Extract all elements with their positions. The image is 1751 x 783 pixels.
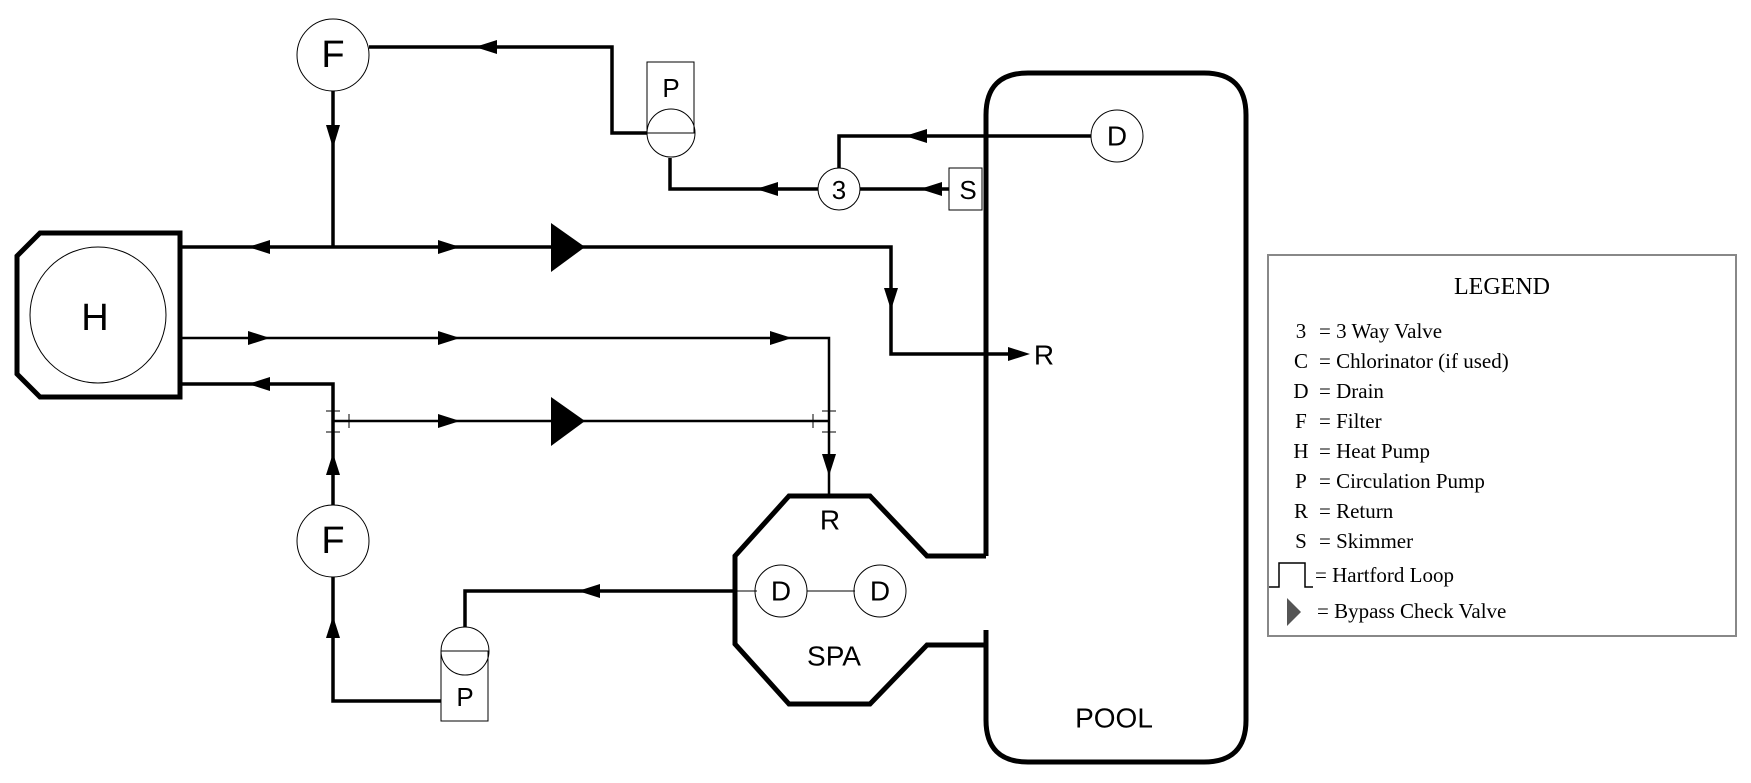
legend-bypass-check-valve: = Bypass Check Valve — [1285, 596, 1506, 626]
bypass-check-valve-legend-icon — [1287, 598, 1301, 626]
arrow-right-icon — [438, 331, 460, 345]
arrow-up-icon — [326, 453, 340, 475]
arrow-left-icon — [248, 377, 270, 391]
arrow-left-icon — [905, 129, 927, 143]
arrow-right-icon — [248, 331, 270, 345]
three-way-valve-circle — [817, 167, 861, 211]
arrow-left-icon — [578, 584, 600, 598]
pipe-drain-to-valve — [837, 134, 1091, 168]
pool-drain-circle — [1090, 109, 1144, 163]
pipe-heater-bottom — [180, 382, 335, 505]
arrow-right-icon — [438, 240, 460, 254]
spa-drain-2: D — [853, 564, 907, 618]
pump-bottom-impeller-icon — [440, 626, 490, 676]
legend-item: S= Skimmer — [1295, 529, 1414, 553]
pipe-spa-drain-to-pump — [463, 589, 733, 627]
pool-return-label: R — [1034, 340, 1054, 371]
legend-item: D= Drain — [1293, 379, 1384, 403]
pipe-filter-to-pump-top — [369, 45, 647, 135]
bypass-check-valve-icon — [551, 223, 585, 272]
three-way-valve-label: 3 — [832, 175, 846, 205]
pump-bottom-label: P — [456, 682, 473, 712]
skimmer-label: S — [959, 175, 976, 205]
bypass-check-valve-icon — [551, 397, 585, 446]
legend: LEGEND 3= 3 Way Valve C= Chlorinator (if… — [1267, 254, 1737, 637]
pipe-pump-to-valve — [668, 158, 818, 191]
hartford-loop-icon — [1269, 562, 1313, 588]
legend-item: 3= 3 Way Valve — [1295, 319, 1443, 343]
legend-hartford-loop: = Hartford Loop — [1269, 560, 1454, 590]
arrow-left-icon — [248, 240, 270, 254]
filter-bottom-circle — [296, 504, 370, 578]
pump-top-impeller-icon — [646, 108, 696, 158]
arrow-up-icon — [326, 616, 340, 638]
pool-drain-label: D — [1107, 121, 1127, 152]
pipe-pump-bottom-to-filter — [331, 577, 441, 703]
filter-bottom-label: F — [321, 520, 344, 562]
pool-label: POOL — [1075, 703, 1153, 734]
arrow-right-icon — [770, 331, 792, 345]
spa-drain-2-label: D — [870, 576, 890, 607]
pipe-heater-middle-to-spa — [180, 336, 831, 496]
pool-outline — [983, 70, 1249, 765]
filter-top: F — [296, 18, 370, 92]
heat-pump-fan-icon — [29, 246, 167, 384]
legend-item: F= Filter — [1295, 409, 1382, 433]
arrow-left-icon — [756, 182, 778, 196]
legend-item: P= Circulation Pump — [1295, 469, 1485, 493]
pump-bottom-body — [440, 650, 489, 722]
spa-drain-2-circle — [853, 564, 907, 618]
heat-pump: H — [14, 230, 183, 400]
spa-drain-1: D — [754, 564, 808, 618]
filter-top-label: F — [321, 34, 344, 76]
heat-pump-housing — [14, 230, 183, 400]
arrow-right-icon — [1008, 347, 1030, 361]
arrow-down-icon — [884, 288, 898, 310]
legend-item: C= Chlorinator (if used) — [1293, 349, 1509, 373]
hartford-loop-ticks — [326, 410, 836, 433]
flow-arrows — [248, 40, 1030, 638]
heat-pump-label: H — [81, 297, 108, 339]
spa-drain-1-label: D — [771, 576, 791, 607]
spa-label: SPA — [807, 641, 861, 672]
arrow-left-icon — [475, 40, 497, 54]
pump-top: P — [646, 61, 696, 158]
skimmer-box — [948, 167, 983, 211]
legend-item: H= Heat Pump — [1293, 439, 1430, 463]
arrow-down-icon — [822, 454, 836, 476]
filter-bottom: F — [296, 504, 370, 578]
arrow-down-icon — [326, 125, 340, 148]
legend-item: R= Return — [1293, 499, 1394, 523]
pump-top-label: P — [662, 73, 679, 103]
legend-title: LEGEND — [1454, 274, 1550, 300]
spa-drain-1-circle — [754, 564, 808, 618]
spa-return-label: R — [820, 505, 840, 536]
pump-bottom: P — [440, 626, 490, 722]
pool-drain: D — [1090, 109, 1144, 163]
skimmer: S — [948, 167, 983, 211]
arrow-left-icon — [920, 182, 942, 196]
pump-top-body — [646, 61, 695, 134]
spa-outline — [732, 493, 986, 707]
arrow-right-icon — [438, 414, 460, 428]
three-way-valve: 3 — [817, 167, 861, 211]
